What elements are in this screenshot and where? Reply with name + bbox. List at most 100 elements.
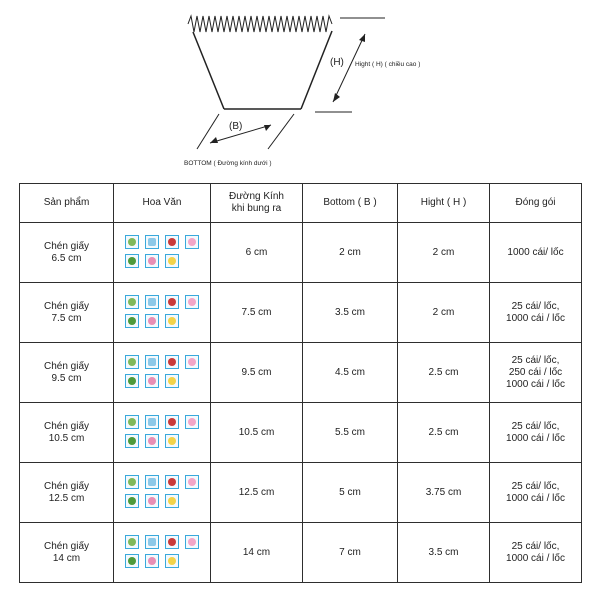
pattern-swatch-icon xyxy=(125,474,139,489)
pattern-swatches xyxy=(122,473,202,513)
pattern-swatch-icon xyxy=(145,553,159,568)
header-bottom: Bottom ( B ) xyxy=(302,183,398,223)
pattern-swatch-icon xyxy=(185,234,199,249)
pattern-swatch-icon xyxy=(145,474,159,489)
pattern-swatch-icon xyxy=(125,493,139,508)
pack-line-2: 1000 cái / lốc xyxy=(506,312,565,324)
pattern-swatch-icon xyxy=(125,373,139,388)
pattern-cell xyxy=(113,282,211,343)
pattern-cell xyxy=(113,462,211,523)
pattern-cell xyxy=(113,522,211,583)
pattern-swatch-icon xyxy=(145,294,159,309)
pattern-swatch-icon xyxy=(125,553,139,568)
pack-line-1: 25 cái/ lốc, xyxy=(511,420,560,432)
bottom-cell: 5 cm xyxy=(302,462,398,523)
paper-cup-outline-icon xyxy=(187,14,385,150)
product-name: Chén giấy xyxy=(43,240,90,252)
pattern-swatch-icon xyxy=(165,414,179,429)
pack-line-2: 250 cái / lốc xyxy=(508,366,563,378)
pattern-swatch-icon xyxy=(125,534,139,549)
product-size: 7.5 cm xyxy=(51,312,82,324)
pattern-swatch-icon xyxy=(185,354,199,369)
packing-cell: 25 cái/ lốc,1000 cái / lốc xyxy=(489,282,582,343)
header-diameter-line2: khi bung ra xyxy=(231,203,282,214)
product-size: 6.5 cm xyxy=(51,252,82,264)
bottom-cell: 4.5 cm xyxy=(302,342,398,403)
pattern-swatch-icon xyxy=(165,493,179,508)
pattern-swatch-icon xyxy=(165,433,179,448)
pack-line-1: 1000 cái/ lốc xyxy=(507,246,564,258)
pattern-cell xyxy=(113,342,211,403)
bottom-cell: 5.5 cm xyxy=(302,402,398,463)
pattern-swatch-icon xyxy=(185,414,199,429)
pattern-swatch-icon xyxy=(145,253,159,268)
pattern-swatch-icon xyxy=(165,474,179,489)
pattern-swatch-icon xyxy=(165,534,179,549)
product-name: Chén giấy xyxy=(43,480,90,492)
diameter-cell: 9.5 cm xyxy=(210,342,303,403)
pattern-swatch-icon xyxy=(125,253,139,268)
pattern-swatch-icon xyxy=(125,433,139,448)
pattern-swatches xyxy=(122,413,202,453)
hight-cell: 3.75 cm xyxy=(397,462,490,523)
pattern-cell xyxy=(113,222,211,283)
pattern-swatch-icon xyxy=(145,234,159,249)
hight-cell: 3.5 cm xyxy=(397,522,490,583)
diameter-cell: 6 cm xyxy=(210,222,303,283)
pattern-swatch-icon xyxy=(165,553,179,568)
pattern-swatches xyxy=(122,353,202,393)
hight-cell: 2.5 cm xyxy=(397,342,490,403)
pack-line-2: 1000 cái / lốc xyxy=(506,432,565,444)
pattern-swatch-icon xyxy=(165,294,179,309)
pattern-swatch-icon xyxy=(185,534,199,549)
pack-line-1: 25 cái/ lốc, xyxy=(511,300,560,312)
product-name: Chén giấy xyxy=(43,420,90,432)
pattern-swatch-icon xyxy=(125,294,139,309)
bottom-cell: 3.5 cm xyxy=(302,282,398,343)
product-size: 12.5 cm xyxy=(48,492,85,504)
pattern-cell xyxy=(113,402,211,463)
cup-diagram: (H) Hight ( H) ( chiều cao ) (B) BOTTOM … xyxy=(0,0,600,180)
product-size: 14 cm xyxy=(52,552,81,564)
pattern-swatch-icon xyxy=(125,313,139,328)
pattern-swatch-icon xyxy=(145,493,159,508)
pack-line-2: 1000 cái / lốc xyxy=(506,492,565,504)
header-diameter: Đường Kính khi bung ra xyxy=(210,183,303,223)
height-label: (H) xyxy=(330,57,344,68)
bottom-cell: 2 cm xyxy=(302,222,398,283)
header-packing: Đóng gói xyxy=(489,183,582,223)
packing-cell: 25 cái/ lốc,1000 cái / lốc xyxy=(489,402,582,463)
pattern-swatches xyxy=(122,533,202,573)
pack-line-3: 1000 cái / lốc xyxy=(506,378,565,390)
pattern-swatch-icon xyxy=(185,474,199,489)
pattern-swatches xyxy=(122,233,202,273)
pattern-swatch-icon xyxy=(125,234,139,249)
product-name: Chén giấy xyxy=(43,540,90,552)
pattern-swatches xyxy=(122,293,202,333)
pattern-swatch-icon xyxy=(145,313,159,328)
pattern-swatch-icon xyxy=(125,414,139,429)
bottom-label: (B) xyxy=(229,121,243,132)
pattern-swatch-icon xyxy=(165,253,179,268)
pattern-swatch-icon xyxy=(165,354,179,369)
pack-line-1: 25 cái/ lốc, xyxy=(511,540,560,552)
diameter-cell: 12.5 cm xyxy=(210,462,303,523)
header-pattern: Hoa Văn xyxy=(113,183,211,223)
product-name: Chén giấy xyxy=(43,360,90,372)
hight-cell: 2.5 cm xyxy=(397,402,490,463)
size-table: Sản phẩm Hoa Văn Đường Kính khi bung ra … xyxy=(19,183,582,583)
header-diameter-line1: Đường Kính xyxy=(229,191,284,202)
pattern-swatch-icon xyxy=(145,354,159,369)
pattern-swatch-icon xyxy=(145,534,159,549)
pack-line-1: 25 cái/ lốc, xyxy=(511,480,560,492)
